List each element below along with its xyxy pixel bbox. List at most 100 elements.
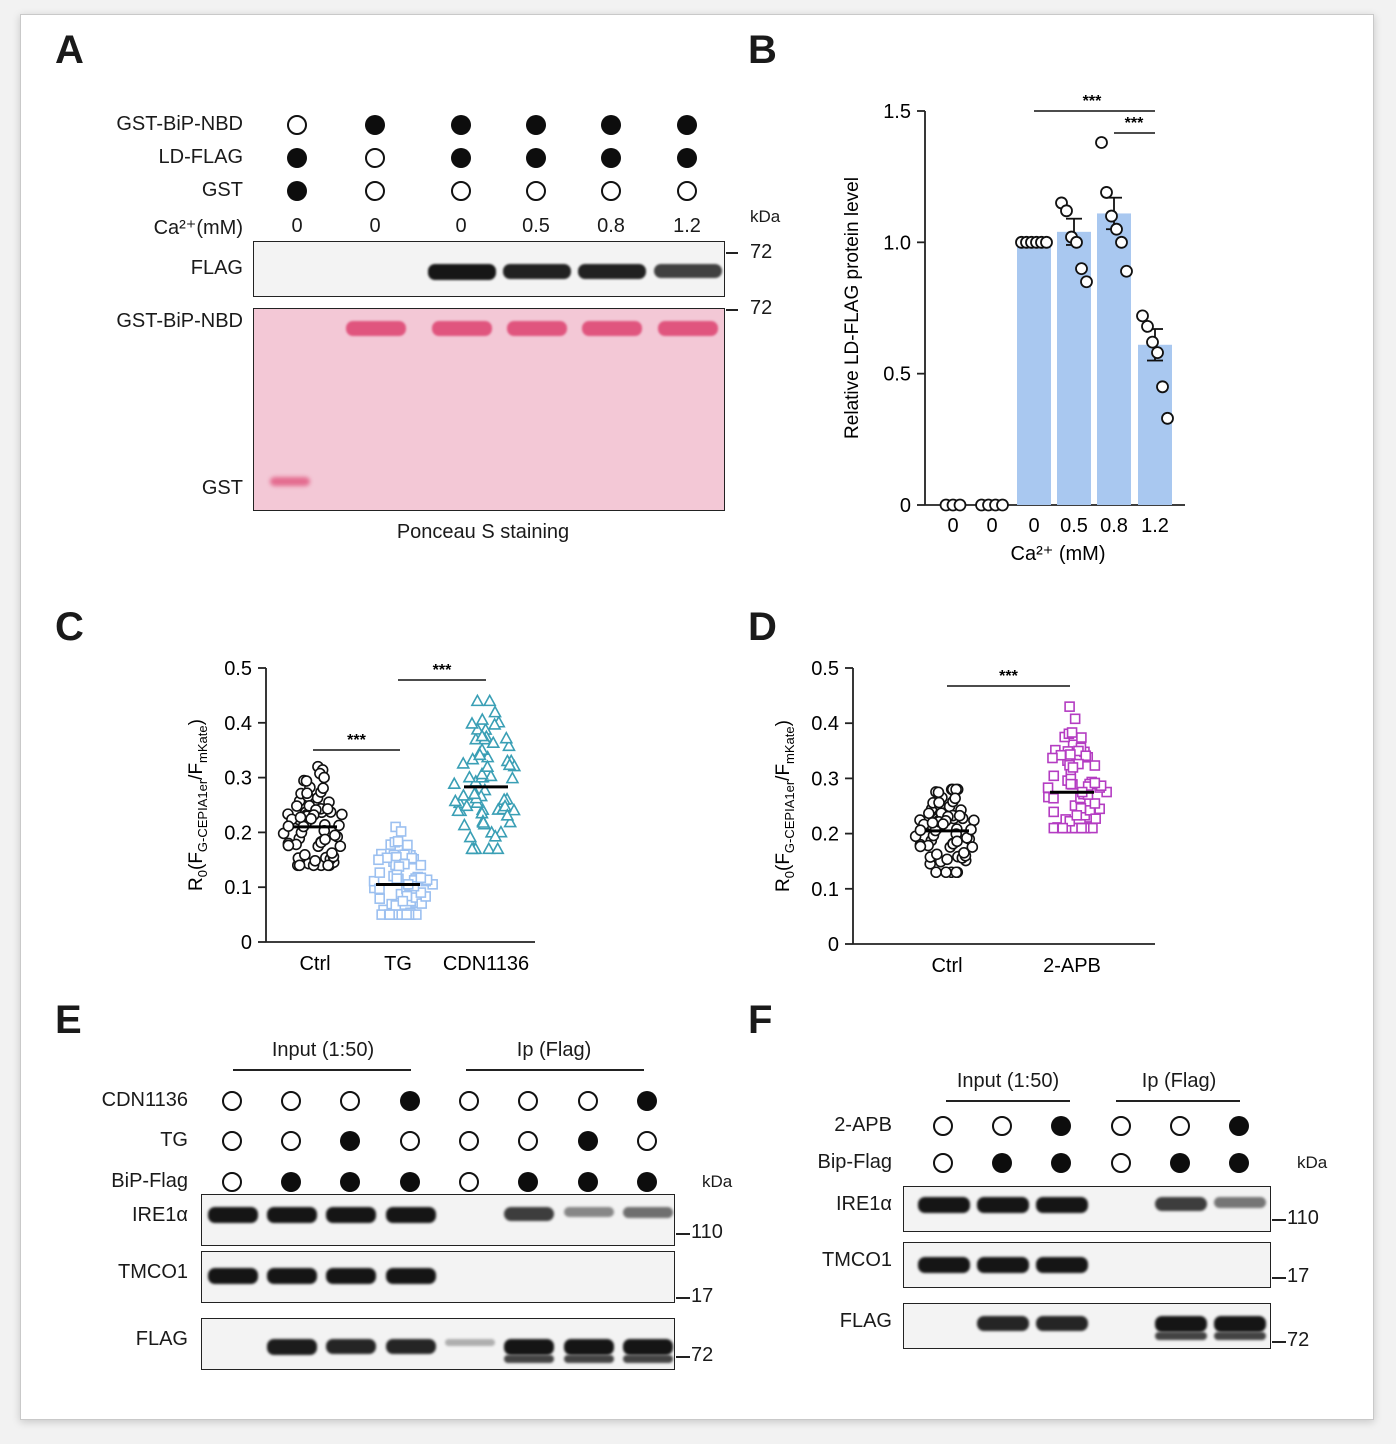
data-point (456, 756, 471, 769)
data-point (1089, 777, 1101, 789)
blot-band (386, 1339, 436, 1354)
data-point (475, 728, 489, 742)
y-tick-label: 0.3 (811, 768, 839, 790)
y-axis-label-text: R0(FG-CEPIA1er/FmKate) (186, 719, 210, 891)
data-point (457, 817, 472, 831)
blot-band (208, 1207, 258, 1223)
blot-band (564, 1339, 614, 1355)
filled-circle-icon (601, 148, 621, 168)
blot-band (623, 1207, 673, 1218)
blot-tmco1 (201, 1251, 675, 1303)
data-point (498, 798, 512, 812)
y-tick-label: 0.1 (811, 879, 839, 901)
y-axis-label-text: R0(FG-CEPIA1er/FmKate) (773, 720, 797, 892)
data-point (1090, 813, 1101, 824)
ca-value: 0.5 (522, 215, 550, 237)
blot-band (326, 1268, 376, 1284)
filled-circle-icon (1170, 1153, 1190, 1173)
data-point (395, 826, 407, 837)
blot-band (1214, 1316, 1266, 1332)
y-tick-label: 1.5 (883, 101, 911, 123)
open-circle-icon (526, 181, 546, 201)
data-point (384, 909, 395, 920)
data-point (494, 824, 508, 838)
data-point (1161, 411, 1174, 425)
flag-band (503, 264, 571, 279)
x-tick-label: 0.8 (1100, 515, 1128, 537)
data-point (949, 792, 961, 805)
data-point (499, 731, 514, 744)
filled-circle-icon (1229, 1153, 1249, 1173)
blot-band-lower (564, 1355, 614, 1363)
data-point (456, 788, 471, 801)
data-point (318, 771, 330, 784)
open-circle-icon (933, 1153, 953, 1173)
filled-circle-icon (578, 1172, 598, 1192)
open-circle-icon (1170, 1116, 1190, 1136)
data-point (374, 893, 385, 904)
data-point (500, 808, 515, 821)
row-label: 2-APB (834, 1114, 892, 1136)
data-point (488, 829, 503, 842)
data-point (1071, 810, 1083, 821)
blot-band (1214, 1197, 1266, 1208)
panel-f-letter: F (748, 998, 773, 1042)
marker-tick (726, 309, 738, 311)
input-group-label: Input (1:50) (271, 1039, 375, 1061)
data-point (368, 875, 380, 887)
blot-band (1036, 1316, 1088, 1331)
data-point (923, 807, 935, 820)
data-point (933, 796, 945, 809)
data-point (931, 848, 943, 861)
y-tick-label: 0.3 (224, 768, 252, 790)
data-point (1048, 770, 1060, 782)
data-point (282, 839, 295, 852)
data-point (1136, 309, 1149, 323)
y-tick-label: 0.5 (883, 364, 911, 386)
data-point (1064, 815, 1076, 827)
data-point (319, 833, 331, 846)
panel-d-letter: D (748, 605, 777, 649)
input-group-line (233, 1069, 411, 1071)
data-point (1048, 792, 1059, 804)
y-tick-label: 0.5 (811, 658, 839, 680)
blot-ire1 (903, 1186, 1271, 1232)
data-point (926, 816, 939, 829)
data-point (465, 841, 479, 855)
blot-band (564, 1207, 614, 1217)
filled-circle-icon (677, 115, 697, 135)
data-point (1057, 822, 1069, 834)
open-circle-icon (601, 181, 621, 201)
ponceau-band (346, 321, 406, 336)
data-point (1080, 275, 1093, 289)
filled-circle-icon (578, 1131, 598, 1151)
data-point (1156, 380, 1169, 394)
blot-band (386, 1207, 436, 1223)
ca-value: 1.2 (673, 215, 701, 237)
data-point (402, 839, 413, 851)
ca-value: 0 (291, 215, 303, 237)
kda-label: kDa (702, 1172, 733, 1191)
blot-band (267, 1207, 317, 1223)
blot-band-lower (1155, 1332, 1207, 1340)
filled-circle-icon (526, 148, 546, 168)
data-point (282, 820, 295, 833)
open-circle-icon (933, 1116, 953, 1136)
data-point (1095, 136, 1108, 149)
blot-band-lower (623, 1355, 673, 1363)
data-point (503, 814, 518, 828)
marker-label: 17 (1287, 1265, 1310, 1287)
filled-circle-icon (677, 148, 697, 168)
open-circle-icon (677, 181, 697, 201)
data-point (1115, 235, 1128, 249)
marker-label: 110 (1287, 1207, 1319, 1229)
bar (1097, 213, 1131, 505)
significance-label: *** (1083, 93, 1102, 110)
ca-value: 0.8 (597, 215, 625, 237)
data-point (406, 852, 418, 864)
data-point (470, 693, 485, 707)
open-circle-icon (518, 1131, 538, 1151)
data-point (336, 808, 348, 821)
data-point (447, 776, 462, 790)
panel-a-letter: A (55, 28, 84, 72)
